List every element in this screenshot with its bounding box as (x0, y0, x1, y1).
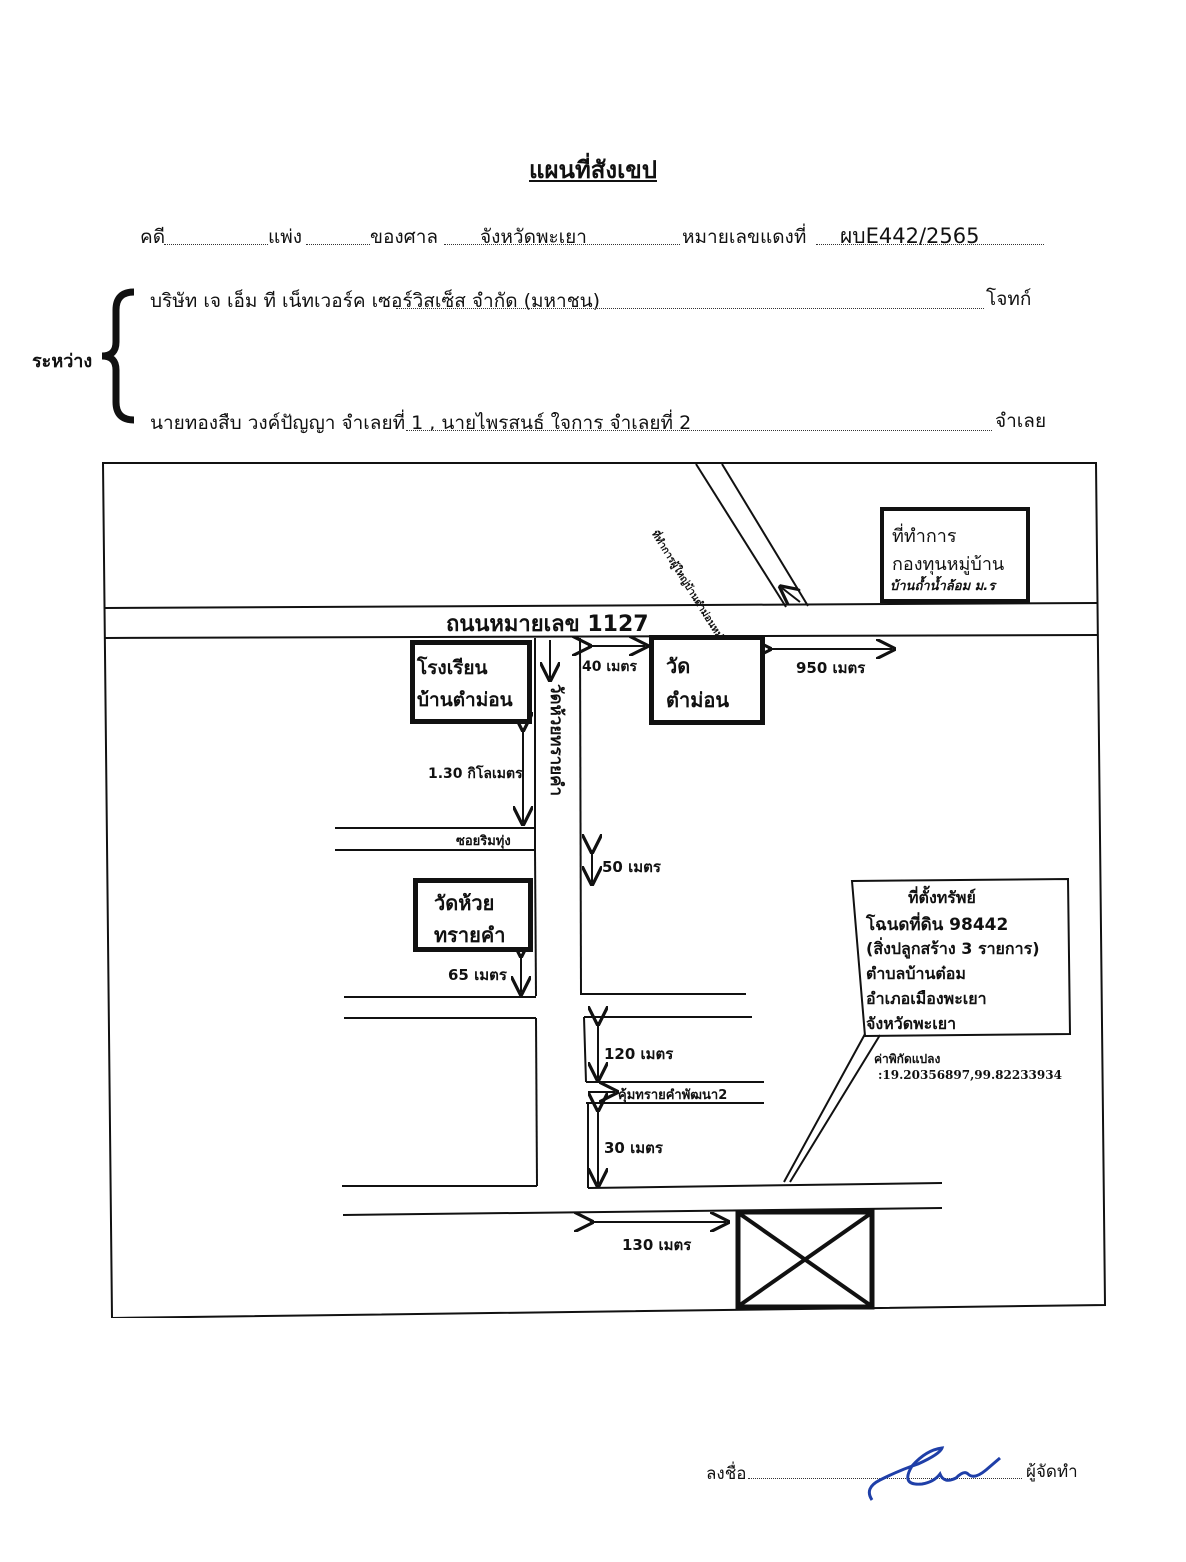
temple-box: วัด ตำม่อน (649, 635, 765, 725)
property-line3: (สิ่งปลูกสร้าง 3 รายการ) (866, 939, 1040, 958)
village-fund-line1: ที่ทำการ (892, 526, 957, 547)
plaintiff-name: บริษัท เจ เอ็ม ที เน็ทเวอร์ค เซอร์วิสเซ็… (150, 290, 600, 312)
page-title: แผนที่สังเขป (529, 156, 657, 184)
defendant-role: จำเลย (995, 410, 1047, 432)
main-road-label: ถนนหมายเลข 1127 (446, 612, 649, 637)
dist-120: 120 เมตร (604, 1045, 674, 1063)
temple2-line1: วัดห้วย (434, 891, 495, 915)
dist-30: 30 เมตร (604, 1139, 663, 1157)
property-line2: โฉนดที่ดิน 98442 (866, 915, 1009, 935)
property-line5: อำเภอเมืองพะเยา (866, 989, 987, 1008)
case-label: คดี (140, 226, 166, 248)
red-no-label: หมายเลขแดงที่ (682, 226, 807, 248)
sign-label: ลงชื่อ (706, 1464, 747, 1484)
case-type: แพ่ง (268, 226, 303, 248)
property-line1: ที่ตั้งทรัพย์ (908, 888, 976, 907)
dist-40: 40 เมตร (582, 659, 637, 675)
village-fund-line3: บ้านถ้ำน้ำล้อม ม.ร (890, 579, 996, 594)
temple-line1: วัด (666, 654, 691, 678)
coord-value: :19.20356897,99.82233934 (878, 1068, 1062, 1082)
property-line4: ตำบลบ้านต๋อม (866, 964, 966, 983)
between-label: ระหว่าง (32, 351, 93, 372)
side-road-label: วัดห้วยทรายคำ (546, 684, 566, 797)
dist-130: 130 เมตร (622, 1236, 692, 1254)
map-area: ที่ทำการผู้ใหญ่บ้านตำม่อนหมู่ 6 ที่ทำการ… (100, 460, 1108, 1318)
dist-950: 950 เมตร (796, 659, 866, 677)
village-fund-box: ที่ทำการ กองทุนหมู่บ้าน บ้านถ้ำน้ำล้อม ม… (880, 507, 1030, 603)
coord-label: ค่าพิกัดแปลง (874, 1052, 941, 1066)
defendants-name: นายทองสืบ วงค์ปัญญา จำเลยที่ 1 , นายไพรส… (150, 412, 692, 434)
court-value: จังหวัดพะเยา (480, 226, 587, 248)
village-fund-line2: กองทุนหมู่บ้าน (892, 554, 1005, 575)
maker-label: ผู้จัดทำ (1026, 1462, 1078, 1482)
temple2-box: วัดห้วย ทรายคำ (413, 878, 533, 952)
plaintiff-role: โจทก์ (986, 288, 1032, 310)
temple-line2: ตำม่อน (666, 688, 730, 712)
dist-50: 50 เมตร (602, 858, 661, 876)
map-lines (101, 462, 1107, 1318)
dist-65: 65 เมตร (448, 966, 507, 984)
court-label: ของศาล (370, 226, 439, 248)
brace-icon (101, 288, 135, 424)
dist-1-30-km: 1.30 กิโลเมตร (428, 766, 523, 782)
soi-rimtung-label: ซอยริมทุ่ง (456, 834, 511, 849)
school-line1: โรงเรียน (417, 657, 488, 679)
property-line6: จังหวัดพะเยา (866, 1014, 957, 1033)
school-box: โรงเรียน บ้านตำม่อน (410, 640, 532, 724)
temple2-line2: ทรายคำ (434, 923, 506, 947)
khum-road-label: คุ้มทรายคำพัฒนา2 (618, 1088, 728, 1103)
signature-image (867, 1446, 1001, 1501)
red-no-value: ผบE442/2565 (840, 224, 980, 248)
school-line2: บ้านตำม่อน (417, 689, 513, 711)
